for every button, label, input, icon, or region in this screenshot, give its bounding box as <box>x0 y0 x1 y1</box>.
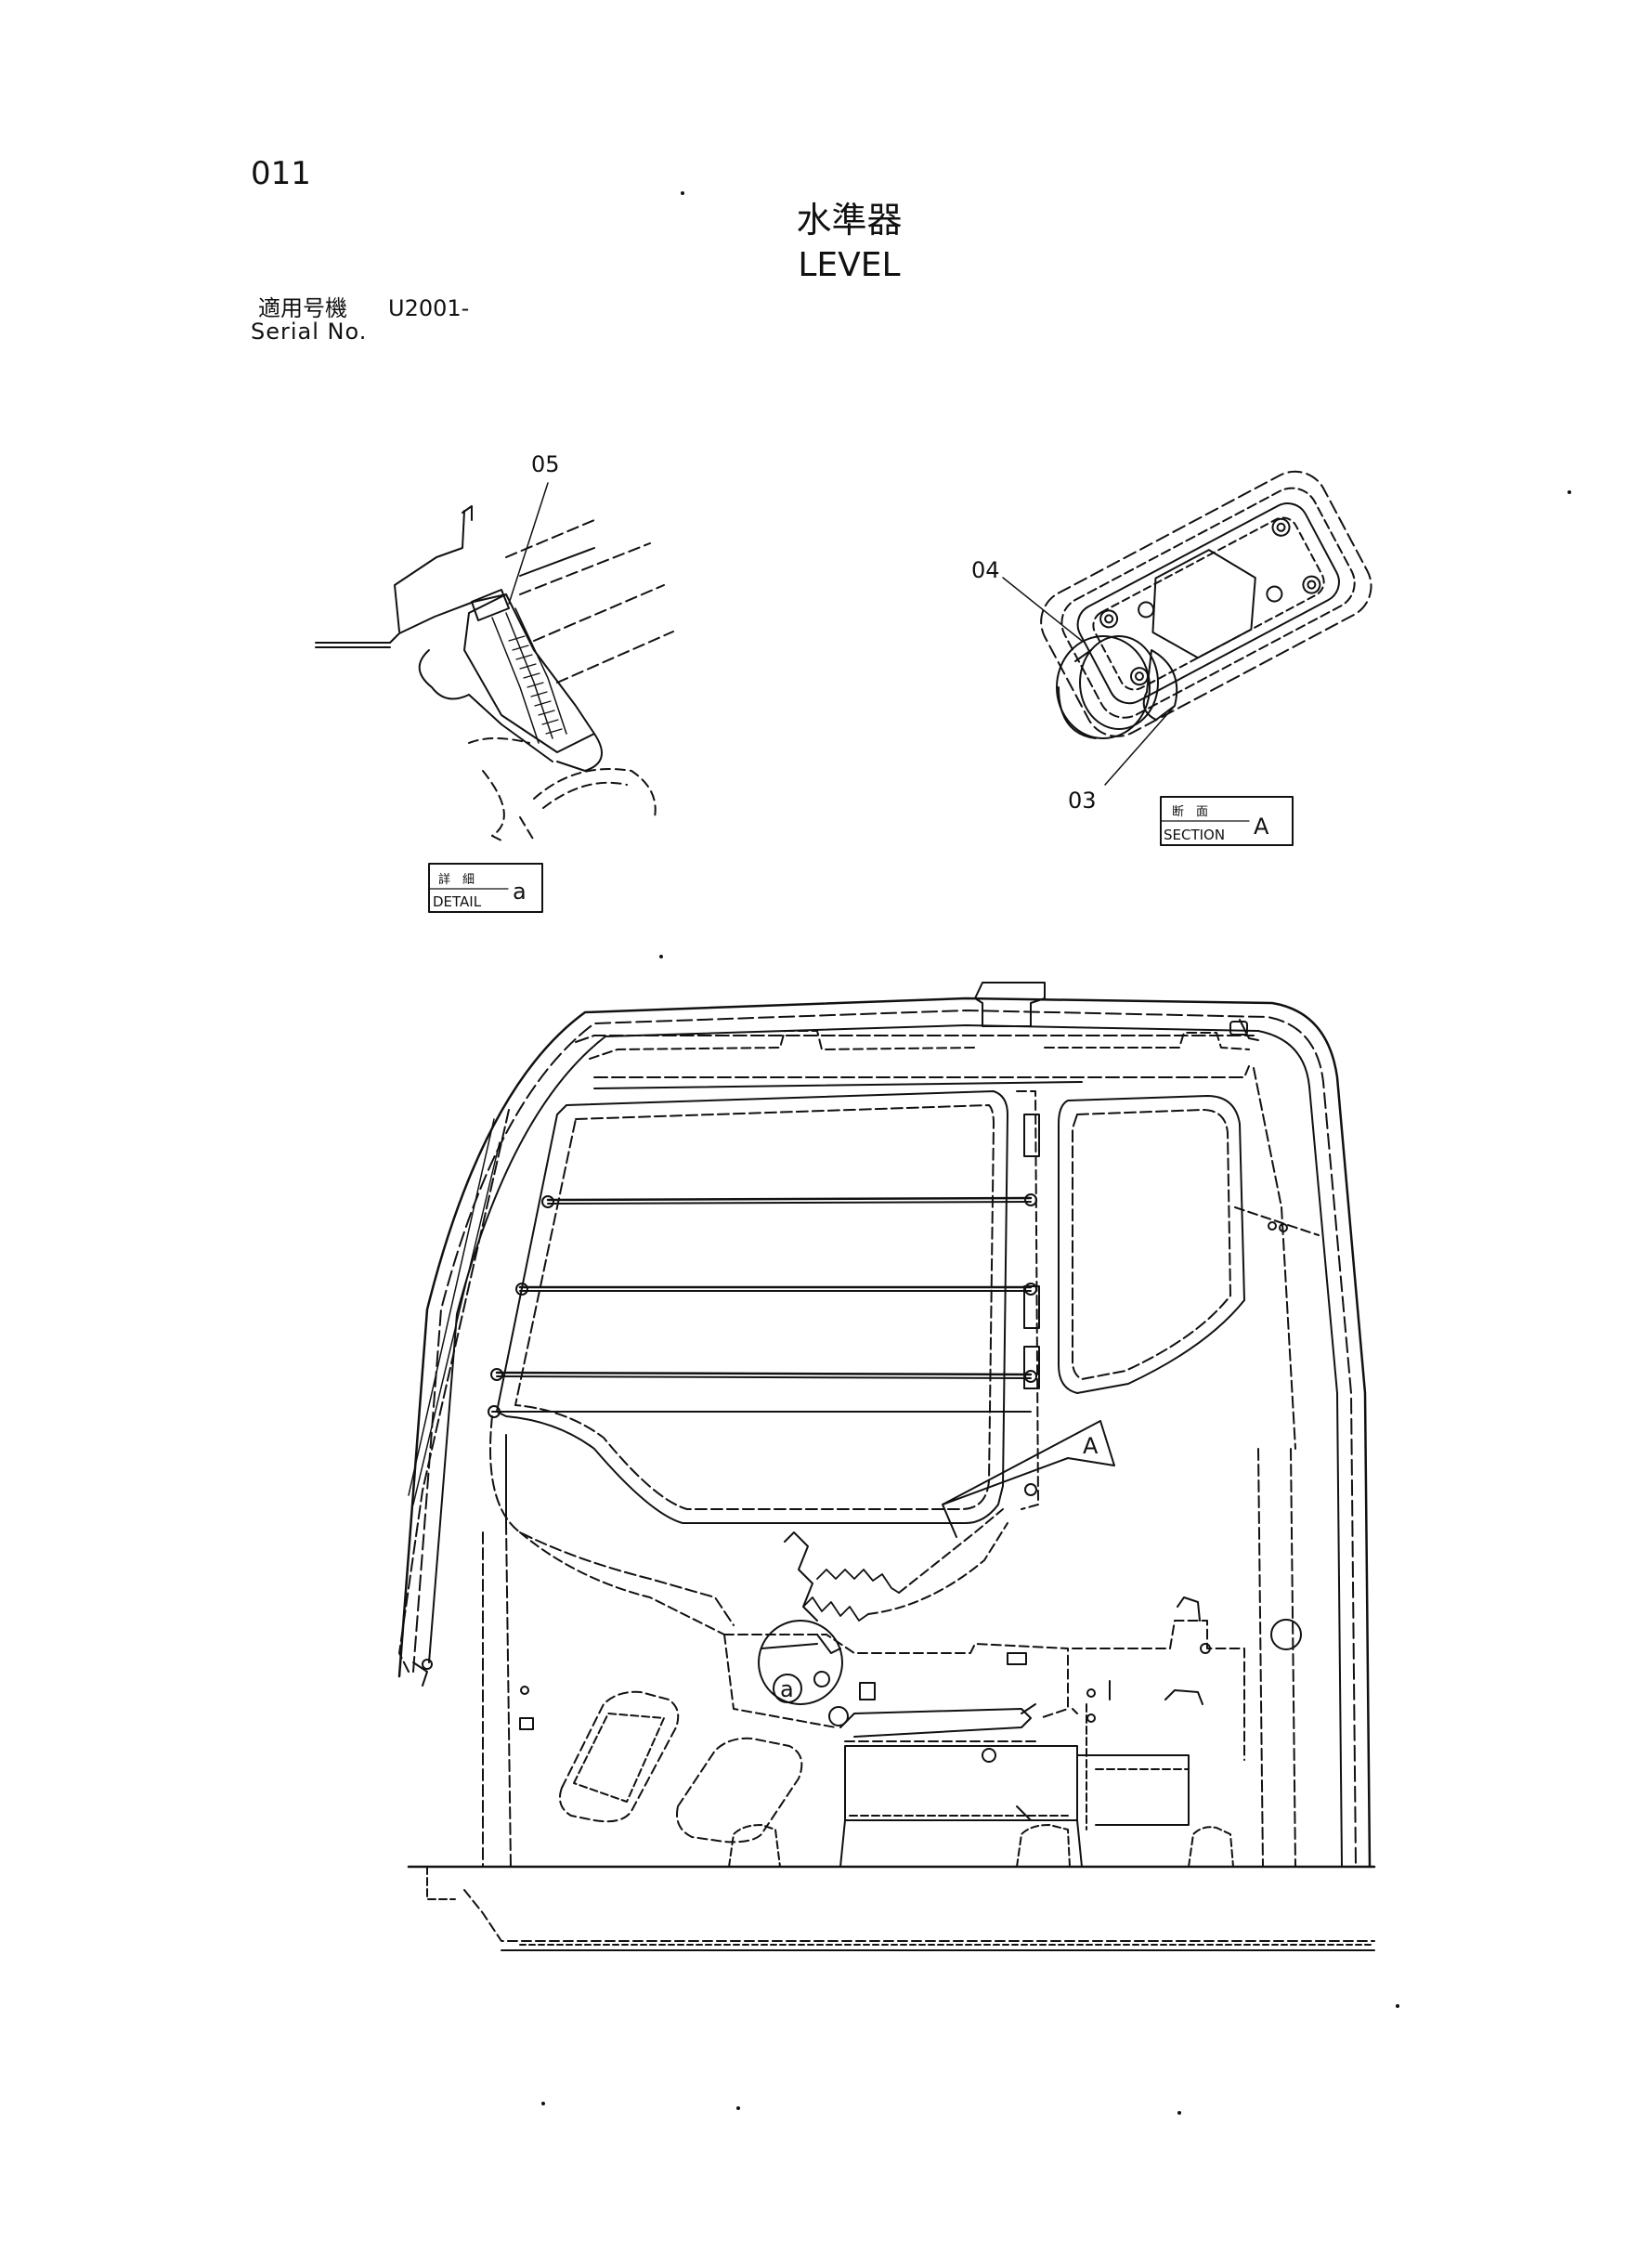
page-number: 011 <box>251 155 311 192</box>
serial-label-english: Serial No. <box>251 319 368 345</box>
section-letter: A <box>1254 814 1269 840</box>
serial-label-japanese: 適用号機 <box>258 295 347 321</box>
callout-05: 05 <box>531 451 560 477</box>
main-cab-view: a <box>397 982 1376 1951</box>
title-english: LEVEL <box>798 246 901 284</box>
detail-a-view: 05 詳 細 DETAIL a <box>315 451 674 913</box>
serial-value: U2001- <box>388 295 470 321</box>
section-label-english: SECTION <box>1164 827 1225 843</box>
detail-label-english: DETAIL <box>433 893 482 910</box>
section-a-label-box: 断 面 SECTION A <box>1160 796 1294 846</box>
detail-a-label-box: 詳 細 DETAIL a <box>428 863 543 913</box>
detail-letter: a <box>513 879 527 905</box>
detail-label-japanese: 詳 細 <box>438 872 475 887</box>
detail-marker-a: a <box>780 1676 794 1702</box>
scan-specks <box>541 191 1571 2115</box>
callout-03: 03 <box>1068 788 1097 814</box>
title-japanese: 水準器 <box>796 200 903 241</box>
section-marker-A: A <box>1083 1433 1099 1459</box>
callout-04: 04 <box>971 557 1000 583</box>
section-a-view: 04 03 断 面 SECTION A <box>971 470 1372 846</box>
section-label-japanese: 断 面 <box>1172 805 1208 819</box>
